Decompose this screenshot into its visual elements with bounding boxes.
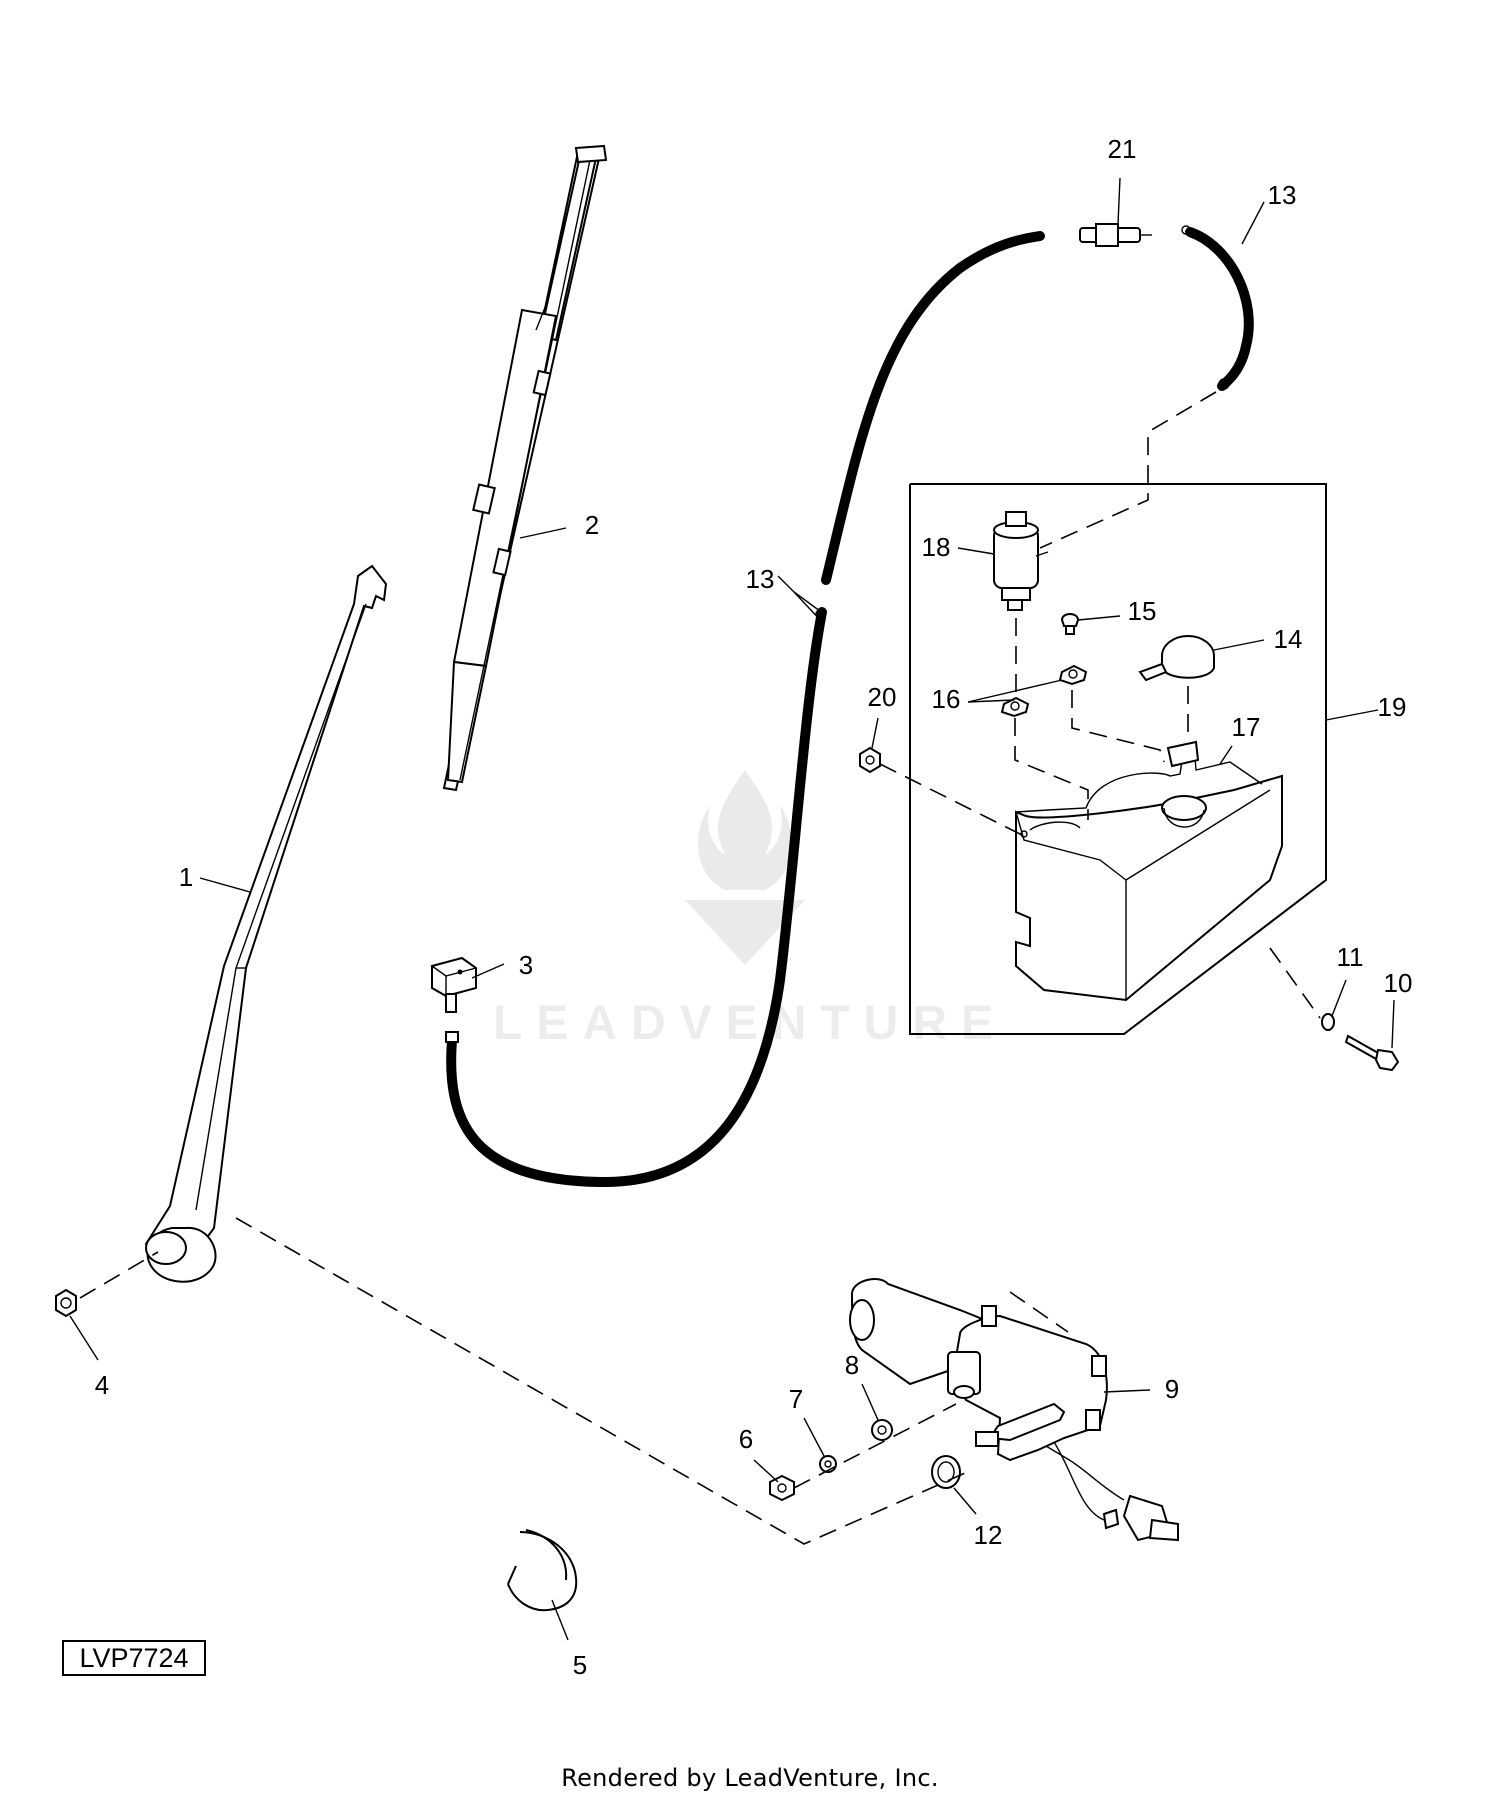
washer[interactable] [1321, 1013, 1335, 1031]
washer[interactable] [871, 1419, 893, 1441]
wiper-motor[interactable] [849, 1278, 1179, 1542]
callout-17: 17 [1232, 712, 1261, 742]
figure-id-label: LVP7724 [62, 1640, 206, 1676]
watermark-logo-icon [685, 770, 805, 965]
callout-13-lower: 13 [746, 564, 775, 594]
callout-7: 7 [789, 1384, 803, 1414]
washer-hose[interactable] [445, 225, 1254, 1188]
callout-19: 19 [1378, 692, 1407, 722]
callouts: 1 2 3 4 5 6 7 8 9 10 11 12 13 13 14 15 1… [95, 134, 1413, 1680]
wiper-blade[interactable] [442, 144, 608, 792]
callout-14: 14 [1274, 624, 1303, 654]
wiper-arm[interactable] [144, 564, 388, 1283]
bolt[interactable] [1344, 1034, 1400, 1072]
callout-1: 1 [179, 862, 193, 892]
callout-15: 15 [1128, 596, 1157, 626]
retaining-clip[interactable] [507, 1529, 578, 1612]
washer-kit-frame [909, 483, 1327, 1035]
plug[interactable] [1060, 613, 1080, 635]
callout-20: 20 [868, 682, 897, 712]
callout-21: 21 [1108, 134, 1137, 164]
hose-connector[interactable] [1079, 223, 1152, 247]
callout-18: 18 [922, 532, 951, 562]
footer-credit: Rendered by LeadVenture, Inc. [561, 1764, 939, 1792]
callout-4: 4 [95, 1370, 109, 1400]
callout-13-upper: 13 [1268, 180, 1297, 210]
callout-3: 3 [519, 950, 533, 980]
callout-5: 5 [573, 1650, 587, 1680]
callout-2: 2 [585, 510, 599, 540]
washer-pump[interactable] [993, 511, 1049, 611]
washer-nozzle[interactable] [430, 956, 478, 1013]
nut[interactable] [55, 1288, 77, 1318]
seal-ring[interactable] [931, 1455, 961, 1489]
washer-tank[interactable] [1015, 740, 1283, 1002]
callout-10: 10 [1384, 968, 1413, 998]
assembly-lines [79, 391, 1321, 1545]
leader-lines [69, 177, 1395, 1641]
callout-6: 6 [739, 1424, 753, 1454]
callout-11: 11 [1337, 942, 1364, 972]
callout-9: 9 [1165, 1374, 1179, 1404]
grommet[interactable] [1058, 664, 1088, 686]
callout-12: 12 [974, 1520, 1003, 1550]
nut[interactable] [769, 1474, 795, 1502]
callout-16: 16 [932, 684, 961, 714]
callout-8: 8 [845, 1350, 859, 1380]
tank-cap[interactable] [1138, 635, 1215, 682]
nut[interactable] [859, 746, 881, 774]
grommet[interactable] [1000, 696, 1030, 718]
